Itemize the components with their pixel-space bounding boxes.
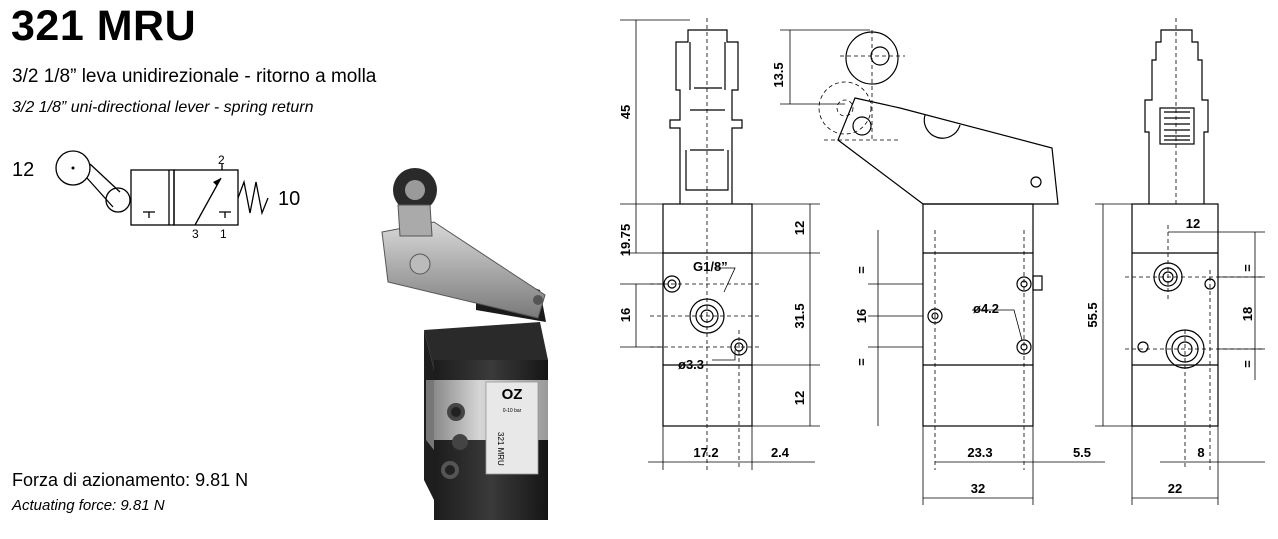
subtitle-english: 3/2 1/8” uni-directional lever - spring … [12, 99, 314, 116]
right-view-body [1131, 203, 1219, 427]
dim-front-2-4: 2.4 [771, 445, 790, 460]
front-thread-label: G1/8” [693, 259, 728, 274]
right-view-lever [1144, 29, 1209, 204]
front-view-lever [669, 29, 743, 204]
right-view-spring-housing [1159, 107, 1195, 145]
port-label-12: 12 [12, 159, 34, 181]
roller-circle [55, 150, 91, 186]
valve-box-left [130, 169, 175, 226]
actuating-force-italian: Forza di azionamento: 9.81 N [12, 470, 249, 490]
dim-front-31-5: 31.5 [792, 303, 807, 328]
dim-front-12-top: 12 [792, 221, 807, 235]
technical-drawing: 45 19.75 16 12 31.5 12 17.2 2.4 G1/8” ø3… [618, 18, 1265, 505]
dim-front-45: 45 [618, 105, 633, 119]
dim-front-16: 16 [618, 308, 633, 322]
dim-right-8: 8 [1197, 445, 1204, 460]
spring-icon [237, 179, 269, 216]
actuating-force-english: Actuating force: 9.81 N [12, 497, 165, 514]
dim-front-12-bottom: 12 [792, 391, 807, 405]
photo-top-block [434, 360, 548, 382]
dim-right-eq-top: = [1240, 264, 1255, 272]
dim-right-12: 12 [1186, 216, 1200, 231]
subtitle-italian: 3/2 1/8” leva unidirezionale - ritorno a… [12, 66, 377, 87]
dim-front-19-75: 19.75 [618, 224, 633, 257]
dim-side-16: 16 [854, 309, 869, 323]
dim-side-eq-bottom: = [854, 358, 869, 366]
dim-side-32: 32 [971, 481, 985, 496]
port-label-3: 3 [192, 227, 199, 241]
port-label-2: 2 [218, 153, 225, 167]
dim-front-17-2: 17.2 [693, 445, 718, 460]
side-view-lever [837, 97, 1059, 205]
port-label-10: 10 [278, 188, 300, 210]
dim-right-18: 18 [1240, 307, 1255, 321]
side-hole-label: ø4.2 [973, 301, 999, 316]
photo-label-pressure: 0-10 bar [503, 408, 522, 414]
dim-side-5-5: 5.5 [1073, 445, 1091, 460]
lever-roller-circle [105, 187, 131, 213]
front-hole-label: ø3.3 [678, 357, 704, 372]
dim-side-13-5: 13.5 [771, 62, 786, 87]
dim-right-55-5: 55.5 [1085, 302, 1100, 327]
pneumatic-symbol: 12 2 3 1 10 [12, 150, 300, 241]
dim-side-23-3: 23.3 [967, 445, 992, 460]
port-label-1: 1 [220, 227, 227, 241]
page-title: 321 MRU [11, 2, 197, 50]
dim-right-eq-bottom: = [1240, 360, 1255, 368]
valve-box-right [173, 169, 239, 226]
photo-label-model: 321 MRU [496, 432, 505, 466]
front-view-body [662, 203, 753, 427]
photo-logo: OZ [502, 386, 523, 403]
dim-side-eq-top: = [854, 266, 869, 274]
photo-label-plate [485, 381, 539, 475]
product-photo: OZ 0-10 bar 321 MRU [381, 168, 548, 520]
dim-right-22: 22 [1168, 481, 1182, 496]
